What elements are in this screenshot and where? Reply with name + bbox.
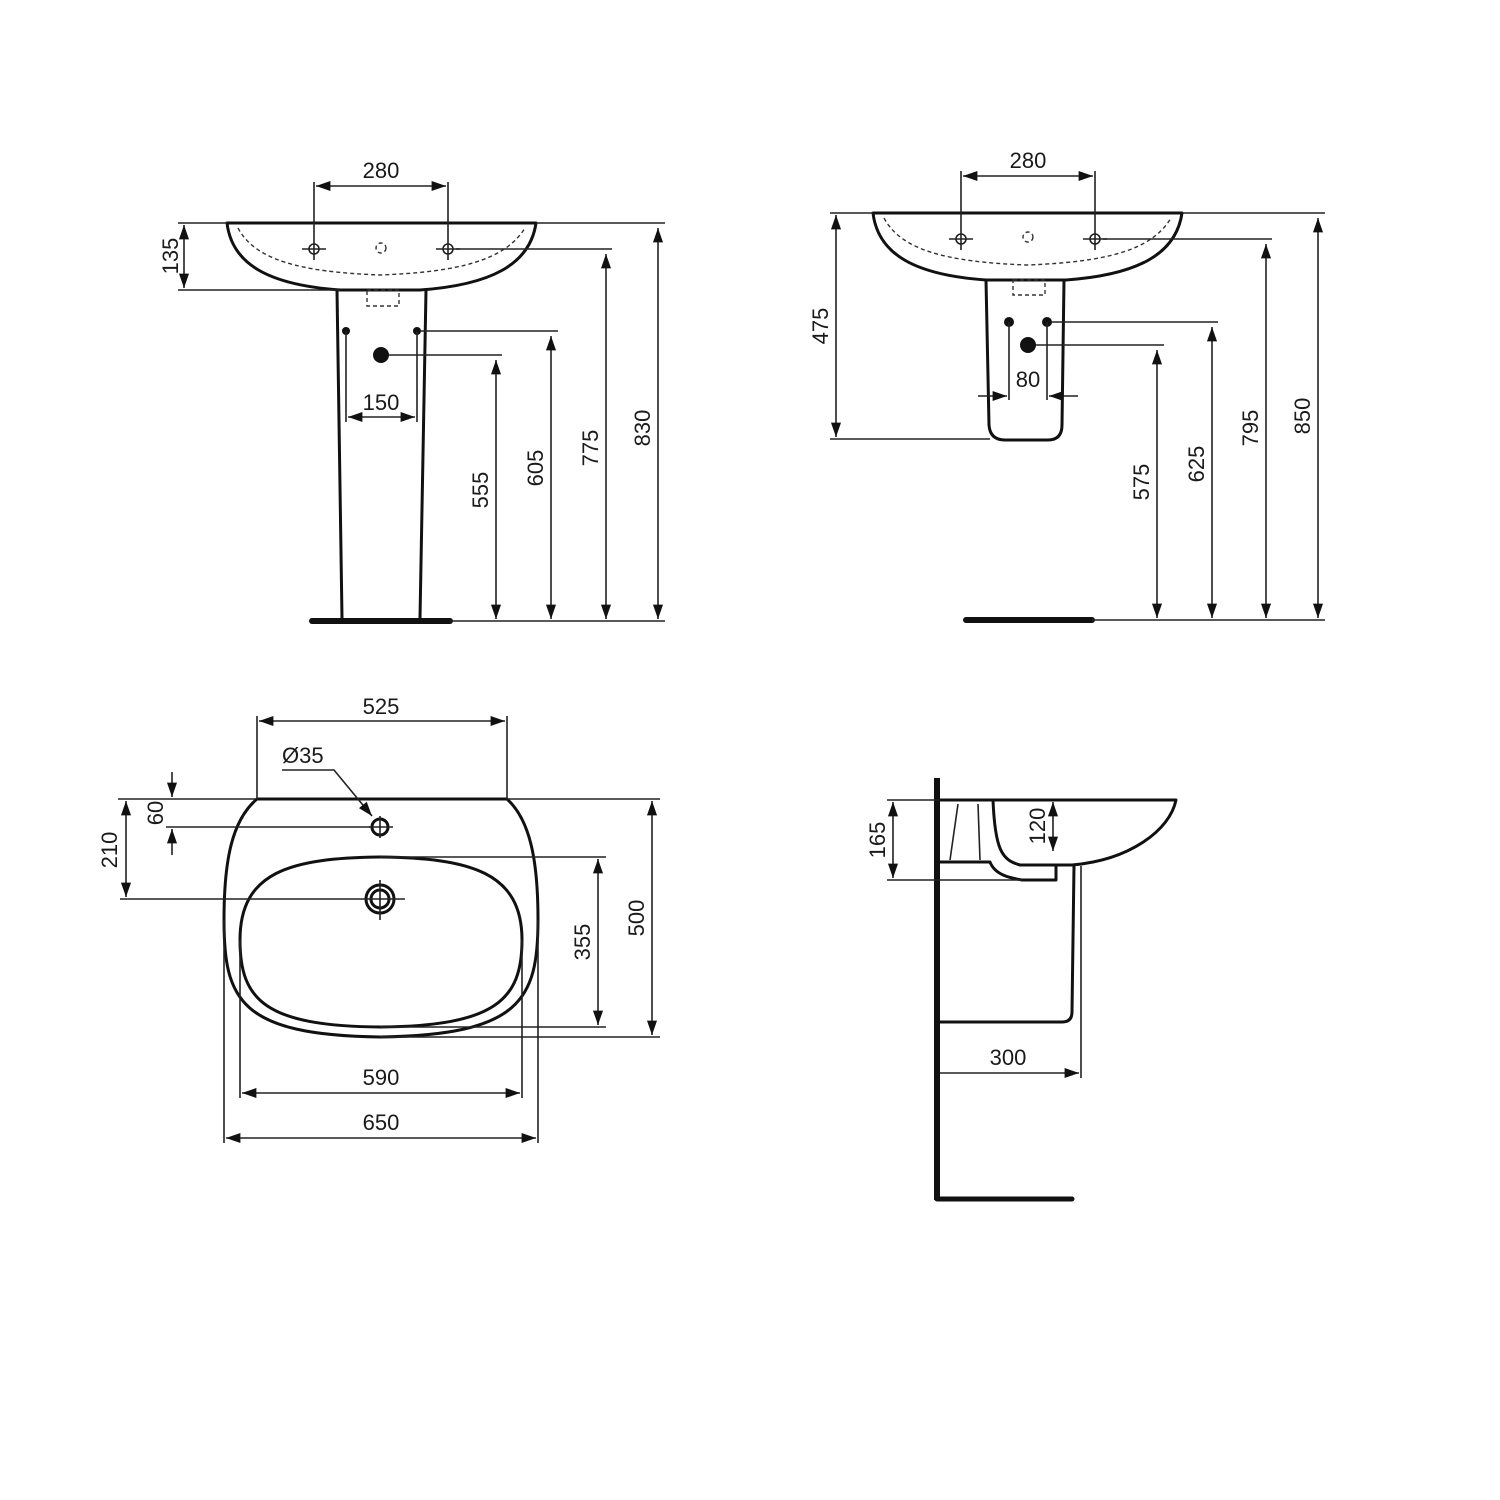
tap-hole-icon — [369, 816, 393, 838]
dim-tap-height: 775 — [578, 430, 603, 467]
semi-pedestal-side — [938, 864, 1076, 1024]
semi-pedestal-front-view: 280 475 80 575 625 795 850 — [808, 148, 1325, 623]
basin-outline — [225, 221, 538, 292]
waste-outlet-icon — [373, 347, 389, 363]
waste-outlet-icon — [1020, 337, 1036, 353]
plan-view: 525 Ø35 60 210 355 500 590 650 — [97, 694, 660, 1144]
basin-side-profile — [938, 798, 1178, 867]
pedestal-outline — [335, 288, 428, 620]
bracket-profile — [949, 803, 981, 861]
waste-hole-icon — [364, 880, 405, 920]
dim-supply-spacing: 80 — [1016, 367, 1040, 392]
trap-dashed — [1012, 279, 1046, 296]
bowl-plan-outline — [238, 855, 524, 1029]
dim-projection: 300 — [990, 1045, 1027, 1070]
dim-bowl-depth: 120 — [1025, 808, 1050, 845]
overflow-icon — [375, 242, 387, 254]
dim-overall-width: 650 — [363, 1110, 400, 1135]
dim-waste-offset: 210 — [97, 832, 122, 869]
dim-pedestal-drop: 475 — [808, 308, 833, 345]
dim-tap-hole-offset: 60 — [143, 801, 168, 825]
dim-waste-height: 575 — [1129, 464, 1154, 501]
pedestal-front-view: 280 135 150 555 605 775 830 — [158, 158, 665, 624]
dim-back-width: 525 — [363, 694, 400, 719]
dim-supply-height: 625 — [1184, 446, 1209, 483]
dim-rim-to-underside: 165 — [865, 822, 890, 859]
dim-supply-spacing: 150 — [363, 390, 400, 415]
bowl-inner-dashed — [237, 227, 526, 276]
bowl-inner-dashed — [883, 217, 1172, 266]
dim-supply-height: 605 — [523, 450, 548, 487]
dim-bowl-length: 355 — [570, 924, 595, 961]
dim-tap-height: 795 — [1238, 410, 1263, 447]
dim-tap-hole-diameter: Ø35 — [282, 743, 324, 768]
side-view: 165 120 300 — [865, 778, 1178, 1202]
semi-pedestal-outline — [984, 278, 1066, 442]
dim-bowl-width: 590 — [363, 1065, 400, 1090]
dim-overall-depth: 500 — [624, 900, 649, 937]
trap-dashed — [366, 289, 400, 307]
dim-tap-spacing: 280 — [1010, 148, 1047, 173]
dim-tap-spacing: 280 — [363, 158, 400, 183]
dim-rim-height: 850 — [1290, 398, 1315, 435]
basin-outline — [871, 211, 1184, 282]
dim-bowl-depth: 135 — [158, 238, 183, 275]
dim-waste-height: 555 — [468, 472, 493, 509]
overflow-icon — [1022, 231, 1034, 243]
dim-rim-height: 830 — [630, 410, 655, 447]
